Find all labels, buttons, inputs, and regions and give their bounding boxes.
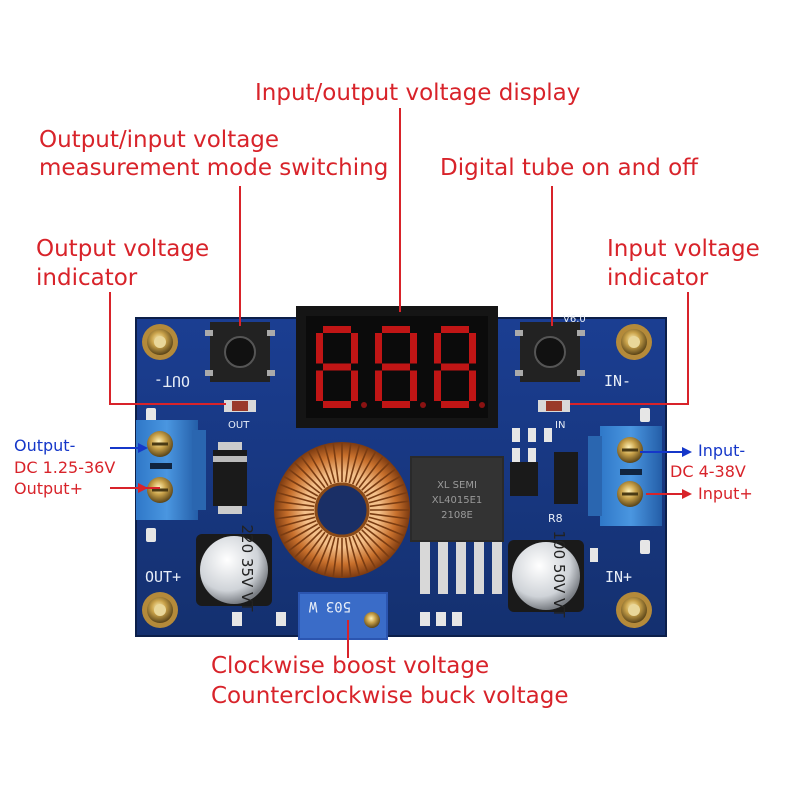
mounting-nut-bottom-right: [616, 592, 652, 628]
mode-switch-label-line1: Output/input voltage: [39, 127, 280, 153]
input-minus-label: Input-: [698, 441, 746, 460]
digit-1-segment-6: [316, 333, 323, 364]
display-toggle-button: [515, 322, 585, 382]
output-indicator-label-line2: indicator: [36, 265, 138, 291]
digit-3-segment-7: [441, 363, 469, 371]
svg-text:2108E: 2108E: [441, 510, 473, 521]
svg-text:XL SEMI: XL SEMI: [437, 480, 477, 491]
mounting-nut-top-left: [142, 324, 178, 360]
output-minus-label: Output-: [14, 436, 76, 455]
display-label: Input/output voltage display: [255, 80, 581, 106]
input-plus-label: Input+: [698, 484, 753, 503]
silk-r8: R8: [548, 512, 563, 525]
annotation-arrows: [110, 443, 692, 499]
digit-3-segment-1: [441, 326, 469, 333]
svg-text:XL4015E1: XL4015E1: [432, 495, 483, 506]
output-plus-label: Output+: [14, 479, 83, 498]
potentiometer-label-line1: Clockwise boost voltage: [211, 653, 490, 679]
digit-2-segment-2: [410, 333, 417, 364]
digit-3-segment-2: [469, 333, 476, 364]
digit-3-segment-5: [434, 370, 441, 401]
small-component: [510, 452, 578, 504]
input-terminal-block: [588, 426, 662, 526]
digit-2-segment-6: [375, 333, 382, 364]
digit-1-segment-1: [323, 326, 351, 333]
input-range-label: DC 4-38V: [670, 462, 746, 481]
digit-3-segment-6: [434, 333, 441, 364]
mounting-nut-bottom-left: [142, 592, 178, 628]
digit-3-segment-4: [441, 401, 469, 408]
digit-3-decimal-point: [479, 402, 485, 408]
digit-1-segment-4: [323, 401, 351, 408]
svg-text:100 50V VT: 100 50V VT: [550, 531, 568, 619]
digit-1-segment-5: [316, 370, 323, 401]
digit-2-segment-7: [382, 363, 410, 371]
silk-out-minus: OUT-: [154, 372, 190, 390]
schottky-diode: [213, 442, 247, 514]
output-terminal-block: [136, 420, 206, 520]
mounting-nut-top-right: [616, 324, 652, 360]
potentiometer-label-line2: Counterclockwise buck voltage: [211, 683, 569, 709]
digit-2-segment-5: [375, 370, 382, 401]
input-indicator-label-line2: indicator: [607, 265, 709, 291]
trim-potentiometer: 503 W: [298, 592, 388, 640]
tube-toggle-label: Digital tube on and off: [440, 155, 699, 181]
digit-2-segment-3: [410, 370, 417, 401]
input-voltage-led: [538, 400, 570, 412]
toroidal-inductor: [274, 442, 410, 578]
digit-2-decimal-point: [420, 402, 426, 408]
digit-2-segment-1: [382, 326, 410, 333]
silk-out-plus: OUT+: [145, 568, 181, 586]
electrolytic-capacitor-right: 100 50V VT: [508, 531, 584, 619]
digit-1-segment-2: [351, 333, 358, 364]
mode-switch-label-line2: measurement mode switching: [39, 155, 389, 181]
silk-in-minus: IN-: [604, 372, 631, 390]
output-voltage-led: [224, 400, 256, 412]
digit-1-segment-7: [323, 363, 351, 371]
silk-version: V6.0: [563, 314, 586, 325]
digit-1-segment-3: [351, 370, 358, 401]
seven-segment-display: [296, 306, 498, 428]
regulator-ic: XL SEMI XL4015E1 2108E: [410, 456, 504, 594]
svg-text:220 35V VT: 220 35V VT: [238, 525, 256, 613]
electrolytic-capacitor-left: 220 35V VT: [196, 525, 272, 613]
digit-3-segment-3: [469, 370, 476, 401]
digit-2-segment-4: [382, 401, 410, 408]
svg-text:503 W: 503 W: [308, 598, 351, 614]
input-indicator-label-line1: Input voltage: [607, 236, 760, 262]
output-range-label: DC 1.25-36V: [14, 458, 116, 477]
silk-out-led: OUT: [228, 420, 250, 431]
digit-1-decimal-point: [361, 402, 367, 408]
silk-in-plus: IN+: [605, 568, 632, 586]
mode-switch-button: [205, 322, 275, 382]
output-indicator-label-line1: Output voltage: [36, 236, 210, 262]
silk-in-led: IN: [555, 420, 565, 431]
